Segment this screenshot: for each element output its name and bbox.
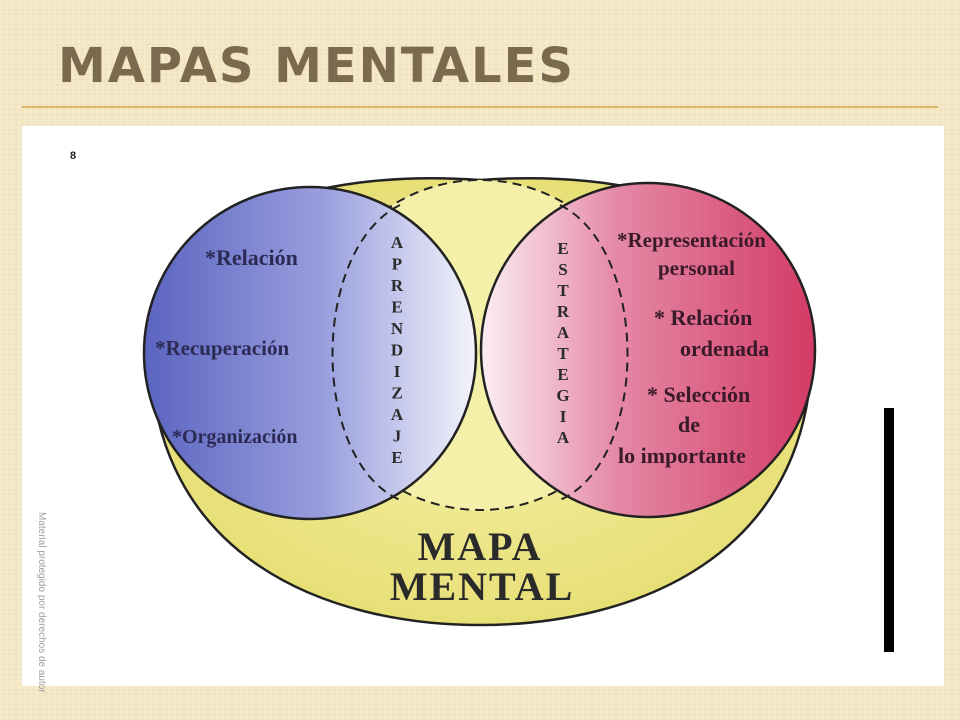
mental-label: MENTAL xyxy=(390,564,575,609)
aprendizaje-letter: A xyxy=(391,233,404,252)
aprendizaje-letter: A xyxy=(391,405,404,424)
aprendizaje-letter: D xyxy=(391,341,403,360)
title-underline xyxy=(22,106,938,108)
estrategia-letter: E xyxy=(557,365,568,384)
left-item-2: *Recuperación xyxy=(155,336,289,360)
left-item-3: *Organización xyxy=(172,426,298,448)
slide-title: MAPAS MENTALES xyxy=(58,38,575,94)
estrategia-letter: T xyxy=(557,344,569,363)
left-circle xyxy=(142,185,478,521)
page-mark: 8 xyxy=(70,150,77,162)
estrategia-letter: S xyxy=(558,260,567,279)
right-dashed-arc xyxy=(559,204,629,501)
right-item-3-line-1: * Selección xyxy=(647,382,750,407)
aprendizaje-letter: J xyxy=(393,427,402,446)
right-item-3-line-3: lo importante xyxy=(618,443,746,468)
right-item-3-line-2: de xyxy=(678,412,700,437)
right-circle xyxy=(479,181,817,519)
aprendizaje-letter: E xyxy=(391,298,402,317)
estrategia-letter: A xyxy=(557,428,570,447)
black-bar xyxy=(884,408,894,652)
aprendizaje-letter: N xyxy=(391,319,404,338)
estrategia-letter: R xyxy=(557,302,570,321)
aprendizaje-letter: E xyxy=(391,448,402,467)
estrategia-letter: I xyxy=(560,407,567,426)
left-dashed-arc xyxy=(331,204,401,501)
estrategia-letter: E xyxy=(557,239,568,258)
copyright-watermark: Material protegido por derechos de autor xyxy=(36,512,47,693)
right-item-1-line-1: *Representación xyxy=(617,228,766,252)
right-item-2-line-1: * Relación xyxy=(654,305,752,330)
right-item-2-line-2: ordenada xyxy=(680,336,769,361)
aprendizaje-letter: Z xyxy=(391,384,402,403)
aprendizaje-letter: R xyxy=(391,276,404,295)
aprendizaje-letter: I xyxy=(394,362,401,381)
aprendizaje-letter: P xyxy=(392,255,402,274)
right-item-1-line-2: personal xyxy=(658,256,735,280)
left-item-1: *Relación xyxy=(205,245,298,270)
estrategia-letter: G xyxy=(556,386,569,405)
estrategia-letter: A xyxy=(557,323,570,342)
estrategia-letter: T xyxy=(557,281,569,300)
mapa-label: MAPA xyxy=(418,524,543,569)
